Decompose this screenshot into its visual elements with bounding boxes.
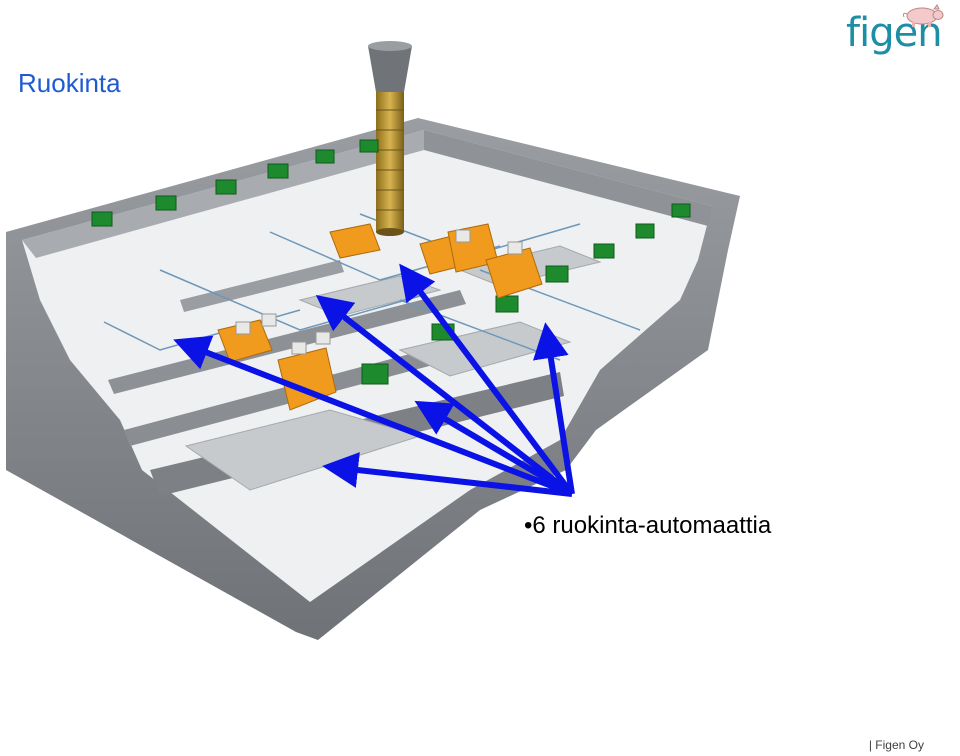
arrows xyxy=(173,263,575,497)
feeder-hoppers xyxy=(235,229,523,355)
company-logo: figen xyxy=(846,4,958,60)
ventilation-fans xyxy=(91,139,691,385)
pig-icon xyxy=(902,4,944,27)
arrow-3 xyxy=(399,263,575,496)
feed-silo xyxy=(368,41,412,236)
slide-title: Ruokinta xyxy=(18,68,121,98)
arrow-4 xyxy=(532,322,575,495)
bullet-text: 6 ruokinta-automaattia xyxy=(532,512,772,539)
arrow-2 xyxy=(315,294,574,497)
feeding-automats xyxy=(217,223,543,411)
arrow-6 xyxy=(322,452,573,497)
bullet-point: •6 ruokinta-automaattia xyxy=(524,512,771,540)
footer-text: | Figen Oy xyxy=(868,738,924,752)
bullet-marker: • xyxy=(524,512,533,539)
arrow-5 xyxy=(414,400,574,497)
arrow-1 xyxy=(173,335,574,497)
